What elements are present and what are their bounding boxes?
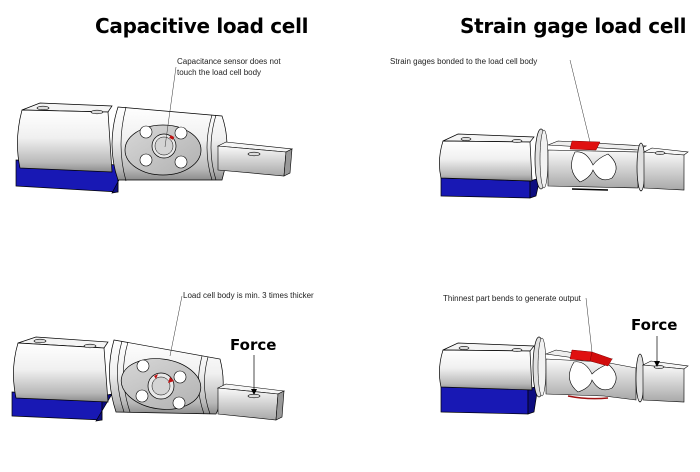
capacitive-load-cell-top xyxy=(15,66,294,194)
left-block xyxy=(13,336,109,403)
left-block xyxy=(439,342,535,391)
strain-gage-load-cell-top xyxy=(439,59,689,199)
sensor-marker xyxy=(169,135,175,140)
thinnest-part-note: Thinnest part bends to generate output xyxy=(443,294,581,303)
capacitive-load-cell-bottom xyxy=(11,295,286,422)
note-line: touch the load cell body xyxy=(177,68,262,77)
leader-line xyxy=(569,59,591,143)
central-body xyxy=(111,106,228,182)
strain-gage-title: Strain gage load cell xyxy=(460,14,687,38)
binocular-hole xyxy=(571,151,617,183)
note-line: Capacitance sensor does not xyxy=(177,57,281,66)
strain-gage-force-label: Force xyxy=(631,316,678,334)
force-arrow xyxy=(654,336,660,367)
binocular-hole xyxy=(569,361,617,393)
leader-line xyxy=(164,66,177,148)
strain-gages-note: Strain gages bonded to the load cell bod… xyxy=(390,57,538,66)
capacitive-sensor-note: Capacitance sensor does not touch the lo… xyxy=(177,56,281,78)
beam xyxy=(544,349,637,401)
strain-gage xyxy=(569,349,593,362)
capacitive-title: Capacitive load cell xyxy=(95,14,309,38)
capacitive-body-note: Load cell body is min. 3 times thicker xyxy=(183,291,314,300)
leader-line xyxy=(169,295,183,357)
right-bar xyxy=(641,360,689,403)
right-bar xyxy=(642,147,689,191)
right-bar xyxy=(216,141,294,177)
left-block xyxy=(17,102,113,173)
capacitive-force-label: Force xyxy=(230,336,277,354)
strain-gage xyxy=(569,140,601,151)
force-arrow xyxy=(251,355,257,395)
strain-gage-load-cell-bottom xyxy=(439,297,689,415)
leader-line xyxy=(585,297,593,353)
left-block xyxy=(439,133,535,182)
flange-left xyxy=(534,128,549,190)
central-body xyxy=(109,339,224,415)
sensor-marker xyxy=(154,374,158,379)
sensor-marker xyxy=(168,377,174,383)
base-block xyxy=(440,385,539,415)
right-bar xyxy=(216,383,286,421)
beam xyxy=(547,140,648,191)
strain-gage xyxy=(589,351,613,367)
flange-left xyxy=(532,336,547,398)
